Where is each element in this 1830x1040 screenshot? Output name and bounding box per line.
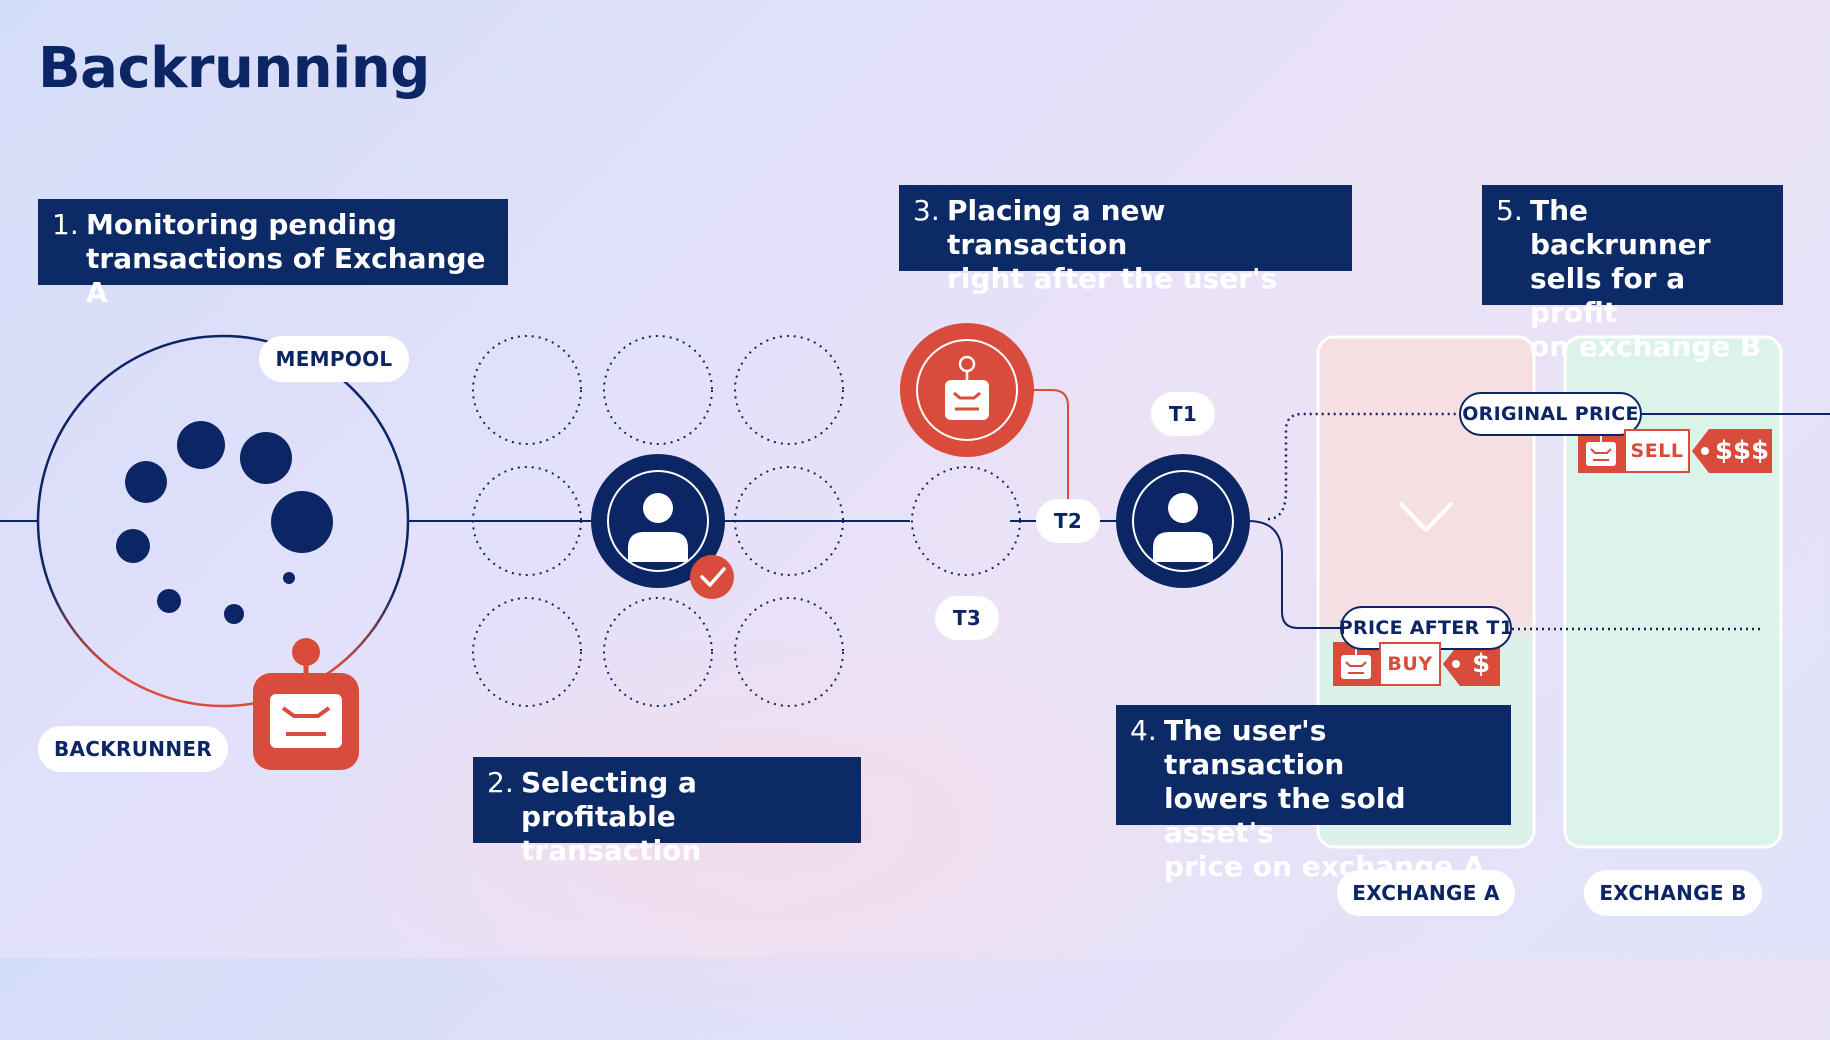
sell-tag: SELL: [1624, 429, 1690, 473]
step-number: 1.: [52, 208, 79, 241]
buy-tag: BUY: [1379, 642, 1441, 686]
exchange-a-label: EXCHANGE A: [1337, 870, 1515, 916]
step-number: 3.: [913, 194, 940, 227]
mempool-label: MEMPOOL: [259, 336, 409, 382]
step-text: Monitoring pending transactions of Excha…: [86, 208, 486, 309]
exchange-b-label: EXCHANGE B: [1584, 870, 1762, 916]
step-text: Placing a new transaction right after th…: [947, 194, 1278, 295]
user-icon: [1116, 454, 1250, 588]
backrunning-diagram: [0, 323, 1830, 849]
robot-icon: [900, 323, 1034, 457]
step-1-callout: 1. Monitoring pending transactions of Ex…: [38, 199, 508, 309]
robot-icon: [1578, 429, 1624, 473]
mempool-ring: [36, 334, 410, 708]
original-price-label: ORIGINAL PRICE: [1459, 392, 1642, 436]
step-number: 4.: [1130, 714, 1157, 747]
t1-label: T1: [1151, 392, 1215, 436]
step-number: 2.: [487, 766, 514, 799]
buy-price: $: [1471, 649, 1491, 679]
robot-icon: [253, 638, 359, 770]
transaction-slots: [472, 335, 1021, 707]
buy-price-tag: [1443, 642, 1500, 686]
step-5-callout: 5. The backrunner sells for a profit on …: [1482, 185, 1783, 363]
step-4-callout: 4. The user's transaction lowers the sol…: [1116, 705, 1511, 883]
backrunner-label: BACKRUNNER: [38, 726, 228, 772]
price-after-t1-label: PRICE AFTER T1: [1339, 606, 1513, 650]
step-text: Selecting a profitable transaction: [521, 766, 702, 867]
step-3-callout: 3. Placing a new transaction right after…: [899, 185, 1352, 295]
step-number: 5.: [1496, 194, 1523, 227]
step-text: The user's transaction lowers the sold a…: [1164, 714, 1485, 883]
sell-price: $$$: [1714, 436, 1770, 466]
chevron-down-icon: [1398, 501, 1454, 533]
page-title: Backrunning: [38, 36, 430, 101]
t2-label: T2: [1036, 499, 1100, 543]
t3-label: T3: [935, 596, 999, 640]
step-text: The backrunner sells for a profit on exc…: [1530, 194, 1762, 363]
checkmark-icon: [690, 555, 734, 599]
user-icon: [591, 454, 725, 588]
sell-price-tag: [1692, 429, 1772, 473]
robot-connector-line: [1030, 389, 1069, 505]
mempool-dots: [116, 421, 333, 624]
step-2-callout: 2. Selecting a profitable transaction: [473, 757, 861, 867]
